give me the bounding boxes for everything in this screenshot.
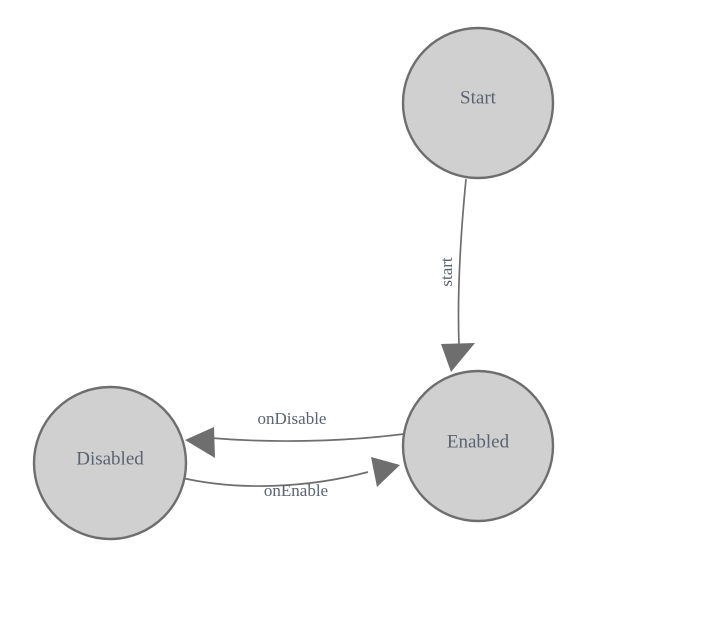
edge-label-on-disable: onDisable xyxy=(258,409,327,428)
node-start[interactable]: Start xyxy=(401,26,555,180)
edge-line-on-disable xyxy=(210,433,405,442)
node-enabled[interactable]: Enabled xyxy=(401,369,555,523)
arrowhead-icon-start xyxy=(441,343,475,372)
node-start-circle[interactable] xyxy=(401,26,555,180)
node-enabled-label: Enabled xyxy=(447,431,510,452)
edge-label-start: start xyxy=(437,257,456,287)
edge-line-start xyxy=(457,178,467,346)
edge-disabled-to-enabled[interactable]: onEnable xyxy=(177,457,400,500)
edge-start-to-enabled[interactable]: start xyxy=(437,178,475,372)
node-disabled[interactable]: Disabled xyxy=(32,385,188,541)
node-disabled-label: Disabled xyxy=(76,448,144,469)
edge-label-start-group: start xyxy=(437,257,456,287)
node-start-label: Start xyxy=(460,87,497,108)
arrowhead-icon-on-disable xyxy=(185,427,215,458)
edge-line-on-enable xyxy=(177,471,369,487)
edge-label-on-enable: onEnable xyxy=(264,481,328,500)
node-disabled-circle[interactable] xyxy=(32,385,188,541)
arrowhead-icon-on-enable xyxy=(371,457,400,487)
node-enabled-circle[interactable] xyxy=(401,369,555,523)
edge-enabled-to-disabled[interactable]: onDisable xyxy=(185,409,405,458)
